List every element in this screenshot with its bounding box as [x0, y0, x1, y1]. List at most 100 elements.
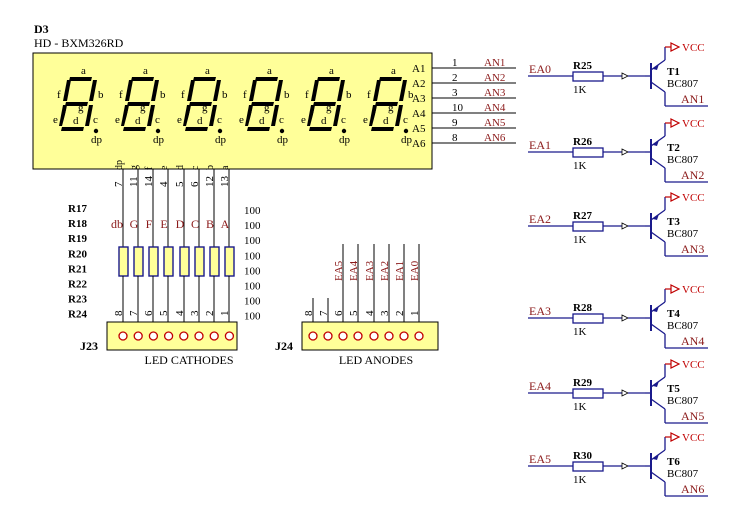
resistor-body[interactable] [148, 246, 159, 277]
bottom-pin-number: 13 [219, 176, 231, 188]
segment-label-f: f [367, 89, 371, 101]
common-pin-label: A2 [412, 78, 425, 90]
bottom-pin-name: d [175, 165, 186, 170]
resistor-net-label: E [160, 217, 167, 231]
transistor-ref: T1 [667, 66, 680, 78]
segment-label-c: c [341, 114, 346, 126]
resistor-net-label: C [191, 217, 199, 231]
segment-label-d: d [321, 115, 327, 127]
common-net-label: AN5 [484, 117, 506, 129]
resistor-body[interactable] [163, 246, 174, 277]
resistor-body[interactable] [118, 246, 129, 277]
j23-pad[interactable] [163, 331, 174, 341]
segment-label-f: f [243, 89, 247, 101]
resistor-body[interactable] [224, 246, 235, 277]
vcc-power-icon [670, 432, 681, 442]
segment-a [193, 77, 216, 81]
j23-pad[interactable] [224, 331, 235, 341]
digit-hole-bottom [372, 107, 397, 126]
driver-output-label: AN3 [681, 242, 704, 256]
segment-d [123, 127, 146, 131]
resistor-body[interactable] [209, 246, 220, 277]
segment-label-c: c [217, 114, 222, 126]
common-net-label: AN4 [484, 102, 506, 114]
segment-label-b: b [408, 89, 414, 101]
base-resistor-value: 1K [573, 234, 587, 246]
j24-pad[interactable] [399, 331, 409, 341]
base-resistor-ref: R25 [573, 60, 592, 72]
segment-g [251, 102, 274, 106]
resistor-net-label: db [111, 217, 123, 231]
display-body[interactable] [32, 52, 433, 170]
segment-label-dp: dp [339, 134, 351, 146]
base-resistor[interactable] [572, 313, 604, 324]
j23-pad[interactable] [118, 331, 128, 341]
j24-pad[interactable] [384, 331, 394, 341]
emitter-arrow-icon [653, 214, 659, 220]
segment-d [61, 127, 84, 131]
base-resistor[interactable] [572, 388, 604, 399]
j24-pad[interactable] [308, 331, 318, 341]
j24-pad[interactable] [338, 331, 348, 341]
j24-pin-number: 7 [318, 310, 330, 316]
segment-c [395, 105, 403, 126]
segment-label-e: e [239, 114, 244, 126]
segment-e [183, 105, 191, 126]
base-resistor[interactable] [572, 147, 604, 158]
segment-g [375, 102, 398, 106]
segment-dp [155, 128, 161, 134]
base-resistor[interactable] [572, 461, 604, 472]
resistor-value: 100 [244, 235, 261, 247]
j23-pad[interactable] [148, 331, 159, 341]
display-part: HD - BXM326RD [34, 36, 124, 50]
j23-pad[interactable] [194, 331, 204, 341]
segment-d [185, 127, 208, 131]
segment-label-e: e [363, 114, 368, 126]
j24-pad[interactable] [323, 331, 333, 341]
emitter-arrow-icon [653, 381, 659, 387]
segment-a [255, 77, 278, 81]
j24-pad[interactable] [353, 331, 363, 341]
resistor-ref: R24 [68, 309, 87, 321]
bottom-pin-name: a [220, 165, 231, 170]
j23-pad[interactable] [209, 331, 219, 341]
segment-label-b: b [160, 89, 166, 101]
segment-a [69, 77, 92, 81]
segment-c [271, 105, 279, 126]
base-resistor[interactable] [572, 221, 604, 232]
bottom-pin-number: 7 [113, 181, 125, 187]
bottom-pin-name: f [144, 166, 155, 170]
segment-label-a: a [205, 65, 210, 77]
resistor-body[interactable] [194, 246, 205, 277]
resistor-value: 100 [244, 220, 261, 232]
driver-output-label: AN6 [681, 482, 704, 496]
segment-label-e: e [115, 114, 120, 126]
vcc-power-icon [670, 359, 681, 369]
base-resistor[interactable] [572, 71, 604, 82]
resistor-body[interactable] [179, 246, 190, 277]
j23-pad[interactable] [133, 331, 143, 341]
signal-arrow-icon [621, 389, 629, 397]
segment-dp [93, 128, 99, 134]
digit-hole-top [130, 82, 153, 101]
resistor-body[interactable] [133, 246, 144, 277]
segment-dp [341, 128, 347, 134]
transistor-type: BC807 [667, 395, 699, 407]
j24-pad[interactable] [414, 331, 424, 341]
j23-pad[interactable] [179, 331, 189, 341]
bottom-pin-number: 12 [204, 176, 216, 187]
j24-pad[interactable] [369, 331, 379, 341]
segment-label-a: a [143, 65, 148, 77]
j23-pin-number: 3 [189, 310, 201, 316]
resistor-value: 100 [244, 296, 261, 308]
resistor-value: 100 [244, 265, 261, 277]
resistor-ref: R21 [68, 263, 87, 275]
